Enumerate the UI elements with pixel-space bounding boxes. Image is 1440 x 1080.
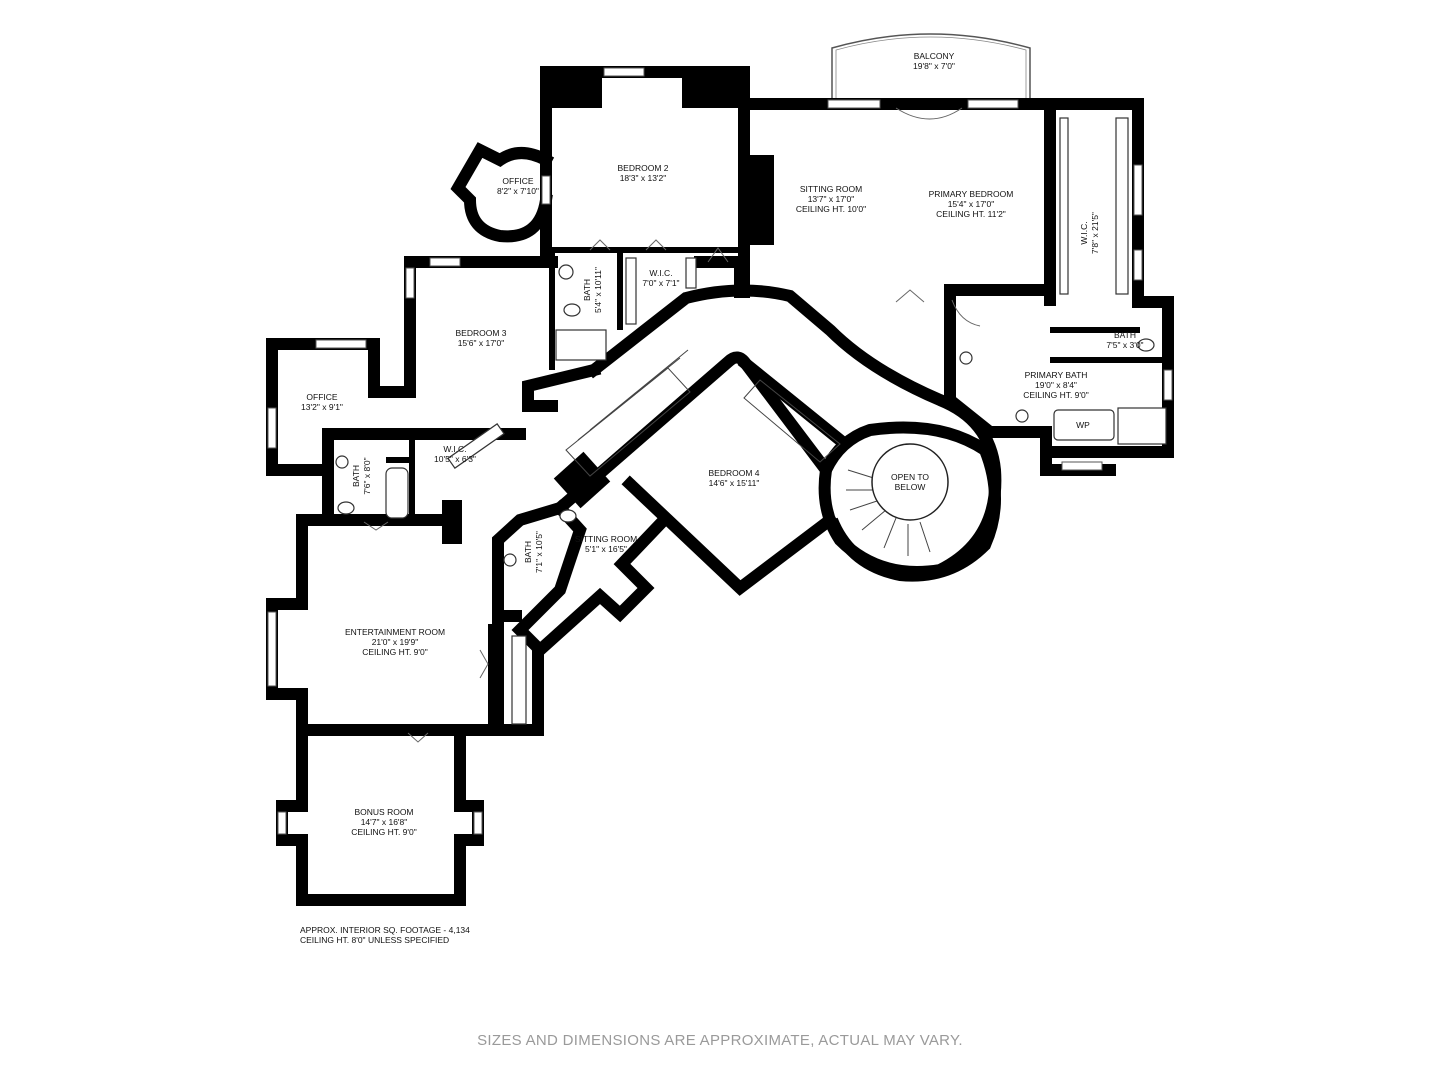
sitting-room-name: SITTING ROOM bbox=[800, 184, 862, 194]
primary-bath-name: PRIMARY BATH bbox=[1025, 370, 1088, 380]
office-left-dims: 13'2" x 9'1" bbox=[301, 402, 343, 412]
sitting-room-ceiling: CEILING HT. 10'0" bbox=[796, 204, 866, 214]
footnote-sqft: APPROX. INTERIOR SQ. FOOTAGE - 4,134 bbox=[300, 925, 470, 935]
entertainment-ceiling: CEILING HT. 9'0" bbox=[362, 647, 428, 657]
primary-bedroom-name: PRIMARY BEDROOM bbox=[929, 189, 1014, 199]
stairs bbox=[565, 349, 949, 556]
wic-primary-name: W.I.C. bbox=[1079, 221, 1089, 244]
bath-small-name: BATH bbox=[1114, 330, 1136, 340]
room-labels: BALCONY 19'8" x 7'0" BEDROOM 2 18'3" x 1… bbox=[301, 51, 1144, 837]
wp-label: WP bbox=[1076, 420, 1090, 430]
primary-bath-dims: 19'0" x 8'4" bbox=[1035, 380, 1077, 390]
balcony-dims: 19'8" x 7'0" bbox=[913, 61, 955, 71]
bath-small-dims: 7'5" x 3'0" bbox=[1106, 340, 1143, 350]
office-left-name: OFFICE bbox=[306, 392, 337, 402]
primary-bedroom-dims: 15'4" x 17'0" bbox=[948, 199, 995, 209]
sitting-room-dims: 13'7" x 17'0" bbox=[808, 194, 855, 204]
entertainment-name: ENTERTAINMENT ROOM bbox=[345, 627, 445, 637]
windows bbox=[267, 67, 1173, 835]
primary-bath-ceiling: CEILING HT. 9'0" bbox=[1023, 390, 1089, 400]
wic-b3-name: W.I.C. bbox=[443, 444, 466, 454]
disclaimer-text: SIZES AND DIMENSIONS ARE APPROXIMATE, AC… bbox=[477, 1032, 963, 1049]
wic-primary-dims: 7'8" x 21'5" bbox=[1090, 212, 1100, 254]
balcony-name: BALCONY bbox=[914, 51, 955, 61]
bath-b3-name: BATH bbox=[351, 465, 361, 487]
bedroom3-dims: 15'6" x 17'0" bbox=[458, 338, 505, 348]
bath-b2-name: BATH bbox=[582, 279, 592, 301]
fixtures bbox=[335, 117, 1167, 725]
footnote: APPROX. INTERIOR SQ. FOOTAGE - 4,134 CEI… bbox=[300, 925, 470, 945]
open-below-line2: BELOW bbox=[895, 482, 926, 492]
open-below-line1: OPEN TO bbox=[891, 472, 929, 482]
office-round-name: OFFICE bbox=[502, 176, 533, 186]
footnote-ceiling: CEILING HT. 8'0" UNLESS SPECIFIED bbox=[300, 935, 450, 945]
bonus-name: BONUS ROOM bbox=[354, 807, 413, 817]
sitting-room2-name: SITTING ROOM bbox=[575, 534, 637, 544]
bedroom2-name: BEDROOM 2 bbox=[617, 163, 668, 173]
wic-b2-name: W.I.C. bbox=[649, 268, 672, 278]
bonus-ceiling: CEILING HT. 9'0" bbox=[351, 827, 417, 837]
balcony bbox=[831, 33, 1031, 105]
bath-b3-dims: 7'6" x 8'0" bbox=[362, 457, 372, 494]
sitting-room2-dims: 5'1" x 16'5" bbox=[585, 544, 627, 554]
bedroom4-dims: 14'6" x 15'11" bbox=[709, 478, 760, 488]
bath-b2-dims: 5'4" x 10'11" bbox=[593, 267, 603, 313]
bath-sitting-name: BATH bbox=[523, 541, 533, 563]
bath-sitting-dims: 7'1" x 10'5" bbox=[534, 531, 544, 573]
bedroom3-name: BEDROOM 3 bbox=[455, 328, 506, 338]
wic-b2-dims: 7'0" x 7'1" bbox=[642, 278, 679, 288]
bedroom4-name: BEDROOM 4 bbox=[708, 468, 759, 478]
doors bbox=[363, 107, 981, 743]
primary-bedroom-ceiling: CEILING HT. 11'2" bbox=[936, 209, 1006, 219]
wic-b3-dims: 10'5" x 6'3" bbox=[434, 454, 476, 464]
bonus-dims: 14'7" x 16'8" bbox=[361, 817, 408, 827]
office-round-dims: 8'2" x 7'10" bbox=[497, 186, 539, 196]
entertainment-dims: 21'0" x 19'9" bbox=[372, 637, 419, 647]
bedroom2-dims: 18'3" x 13'2" bbox=[620, 173, 667, 183]
